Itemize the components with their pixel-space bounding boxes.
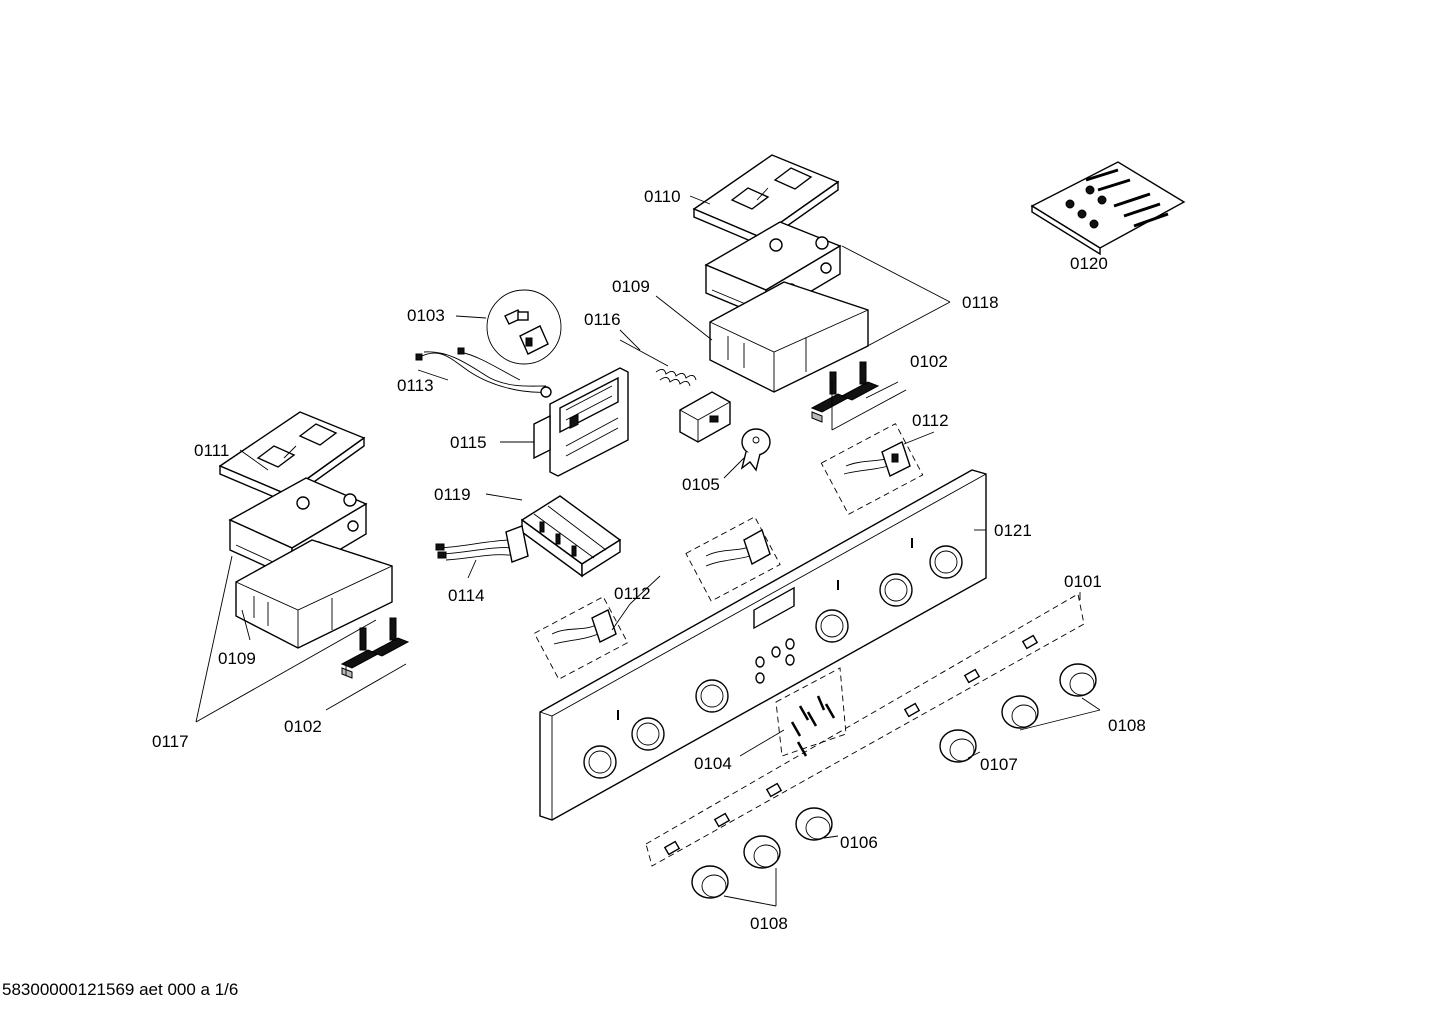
part-0108-knob [743, 835, 781, 869]
label-0108-right: 0108 [1108, 716, 1146, 735]
leader-lines [195, 195, 1101, 907]
label-0112-upper: 0112 [912, 411, 949, 430]
label-0105: 0105 [682, 475, 720, 494]
part-0106-knob [795, 807, 833, 841]
label-0108-bottom: 0108 [750, 914, 788, 933]
label-0117: 0117 [152, 732, 189, 751]
label-0109-lower: 0109 [218, 649, 256, 668]
part-0112-switch-middle [685, 516, 781, 602]
part-labels: 0110 0120 0109 0118 0103 0116 0102 0113 … [152, 187, 1146, 933]
part-0108-knob [1001, 695, 1039, 729]
part-0109-switch-housing-left [235, 539, 393, 649]
label-0110: 0110 [644, 187, 681, 206]
label-0114: 0114 [448, 586, 485, 605]
part-0119-terminal-block [520, 495, 622, 578]
part-0121-control-panel [539, 469, 987, 821]
document-id-footer: 58300000121569 aet 000 a 1/6 [2, 980, 239, 999]
label-0119: 0119 [434, 485, 471, 504]
part-0114-cable-set [435, 525, 529, 563]
label-0121: 0121 [994, 521, 1032, 540]
label-0113: 0113 [397, 376, 434, 395]
part-0115-clock-module [533, 367, 629, 477]
part-0108-knob [691, 865, 729, 899]
label-0104: 0104 [694, 754, 732, 773]
part-0120-screw-bag [1030, 161, 1186, 256]
part-0104-screws [775, 667, 847, 757]
label-0112-lower: 0112 [614, 584, 651, 603]
label-0102-upper: 0102 [910, 352, 948, 371]
part-0118-switch-body-upper [704, 221, 842, 320]
part-0112-switch-lower [533, 596, 629, 680]
label-0101: 0101 [1064, 572, 1102, 591]
label-0106: 0106 [840, 833, 878, 852]
part-0101-clip-strip [645, 593, 1085, 867]
label-0115: 0115 [450, 433, 487, 452]
label-0120: 0120 [1070, 254, 1108, 273]
part-0105-disc [740, 428, 771, 472]
part-0113-wire-harness [415, 347, 552, 398]
label-0111: 0111 [194, 441, 229, 460]
part-0110-switch-cover [692, 154, 840, 247]
label-0103: 0103 [407, 306, 445, 325]
part-0112-switch-upper [820, 423, 924, 515]
part-0102-connector-upper [810, 361, 880, 423]
label-0107: 0107 [980, 755, 1018, 774]
part-0116-thermostat [619, 339, 731, 443]
part-0103-screw-clip [486, 289, 562, 365]
label-0118: 0118 [962, 293, 999, 312]
part-0102-connector-lower [340, 617, 410, 679]
part-0107-knob [939, 729, 977, 763]
label-0102-lower: 0102 [284, 717, 322, 736]
label-0116: 0116 [584, 310, 621, 329]
part-0108-knob [1059, 663, 1097, 697]
label-0109-upper: 0109 [612, 277, 650, 296]
